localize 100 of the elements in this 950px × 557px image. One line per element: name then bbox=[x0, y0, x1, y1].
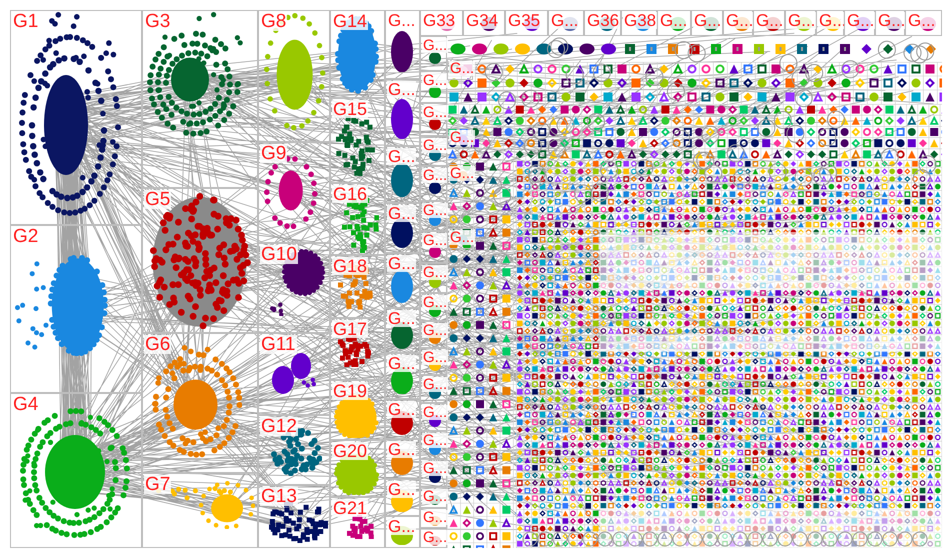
group-box bbox=[584, 10, 621, 36]
group-label: G... bbox=[422, 203, 448, 218]
group-label: G... bbox=[725, 12, 754, 29]
group-box bbox=[621, 10, 657, 36]
group-box bbox=[330, 10, 385, 98]
group-box bbox=[385, 399, 420, 439]
group-box bbox=[330, 183, 385, 255]
group-label: G... bbox=[387, 148, 416, 165]
group-box bbox=[258, 333, 330, 415]
group-box bbox=[420, 201, 447, 231]
group-label: G... bbox=[550, 12, 580, 29]
group-label: G... bbox=[422, 323, 448, 338]
group-label: G... bbox=[387, 12, 416, 29]
group-box bbox=[463, 10, 505, 36]
group-box bbox=[385, 79, 420, 146]
group-box bbox=[447, 59, 473, 80]
group-box bbox=[385, 203, 420, 253]
group-label: G... bbox=[693, 12, 722, 29]
group-label: G15 bbox=[332, 100, 368, 118]
group-label: G... bbox=[387, 481, 416, 498]
group-label: G... bbox=[387, 401, 416, 418]
group-box bbox=[142, 333, 258, 473]
group-label: G... bbox=[818, 12, 848, 29]
group-box bbox=[844, 10, 875, 36]
group-box bbox=[420, 375, 447, 403]
group-box bbox=[330, 318, 385, 380]
group-box bbox=[447, 164, 473, 185]
group-label: G... bbox=[659, 12, 688, 29]
group-box bbox=[723, 10, 753, 36]
group-box bbox=[385, 253, 420, 308]
group-label: G... bbox=[422, 461, 448, 476]
group-box bbox=[420, 403, 447, 431]
group-label: G20 bbox=[332, 442, 368, 460]
group-box bbox=[10, 225, 142, 393]
group-box bbox=[330, 497, 385, 548]
group-label: G... bbox=[449, 230, 476, 245]
group-box bbox=[258, 142, 330, 243]
group-label: G... bbox=[422, 295, 448, 310]
group-label: G... bbox=[422, 38, 448, 53]
group-box bbox=[258, 243, 330, 333]
group-label: G... bbox=[449, 130, 476, 145]
group-label: G... bbox=[449, 61, 476, 76]
group-label: G19 bbox=[332, 382, 368, 400]
group-box bbox=[385, 10, 420, 79]
group-box bbox=[385, 439, 420, 479]
group-label: G... bbox=[387, 255, 416, 272]
group-box bbox=[330, 98, 385, 183]
group-label: G... bbox=[422, 405, 448, 420]
group-box bbox=[875, 10, 905, 36]
group-box bbox=[385, 353, 420, 399]
group-box bbox=[657, 10, 691, 36]
group-box bbox=[142, 188, 258, 333]
group-box bbox=[10, 393, 142, 548]
group-label: G... bbox=[387, 205, 416, 222]
group-box bbox=[420, 10, 463, 36]
group-box bbox=[816, 10, 844, 36]
group-label: G38 bbox=[623, 12, 658, 29]
group-label: G... bbox=[387, 441, 416, 458]
group-label: G... bbox=[422, 73, 448, 88]
group-box bbox=[420, 459, 447, 487]
group-label: G... bbox=[422, 168, 448, 183]
group-label: G... bbox=[422, 138, 448, 153]
group-box bbox=[505, 10, 548, 36]
group-box bbox=[420, 36, 447, 71]
group-box bbox=[785, 10, 816, 36]
group-box bbox=[330, 380, 385, 440]
group-label: G... bbox=[422, 350, 448, 365]
group-box bbox=[142, 10, 258, 188]
group-box bbox=[420, 263, 447, 293]
group-box bbox=[753, 10, 785, 36]
group-label: G... bbox=[387, 81, 416, 98]
group-box bbox=[420, 431, 447, 459]
group-label: G11 bbox=[260, 335, 297, 354]
group-label: G... bbox=[387, 355, 416, 372]
group-label: G... bbox=[877, 12, 906, 29]
group-box bbox=[447, 228, 473, 249]
group-label: G... bbox=[422, 530, 448, 545]
group-label: G... bbox=[422, 265, 448, 280]
group-box bbox=[420, 71, 447, 103]
group-box bbox=[385, 146, 420, 203]
group-box bbox=[905, 10, 942, 36]
group-box bbox=[142, 473, 258, 548]
group-label: G... bbox=[449, 166, 476, 181]
group-box bbox=[420, 293, 447, 321]
group-label: G13 bbox=[260, 487, 298, 506]
group-box bbox=[420, 321, 447, 348]
group-label: G18 bbox=[332, 257, 368, 275]
group-box bbox=[548, 10, 584, 36]
group-label: G... bbox=[787, 12, 816, 29]
group-box bbox=[258, 10, 330, 142]
group-box bbox=[330, 255, 385, 318]
group-box bbox=[420, 136, 447, 166]
group-label: G9 bbox=[260, 144, 288, 163]
group-label: G... bbox=[422, 510, 448, 525]
group-label: G12 bbox=[260, 417, 298, 436]
group-box bbox=[258, 415, 330, 485]
group-box bbox=[420, 487, 447, 508]
group-label: G... bbox=[422, 377, 448, 392]
group-box bbox=[420, 166, 447, 201]
group-box bbox=[420, 103, 447, 136]
